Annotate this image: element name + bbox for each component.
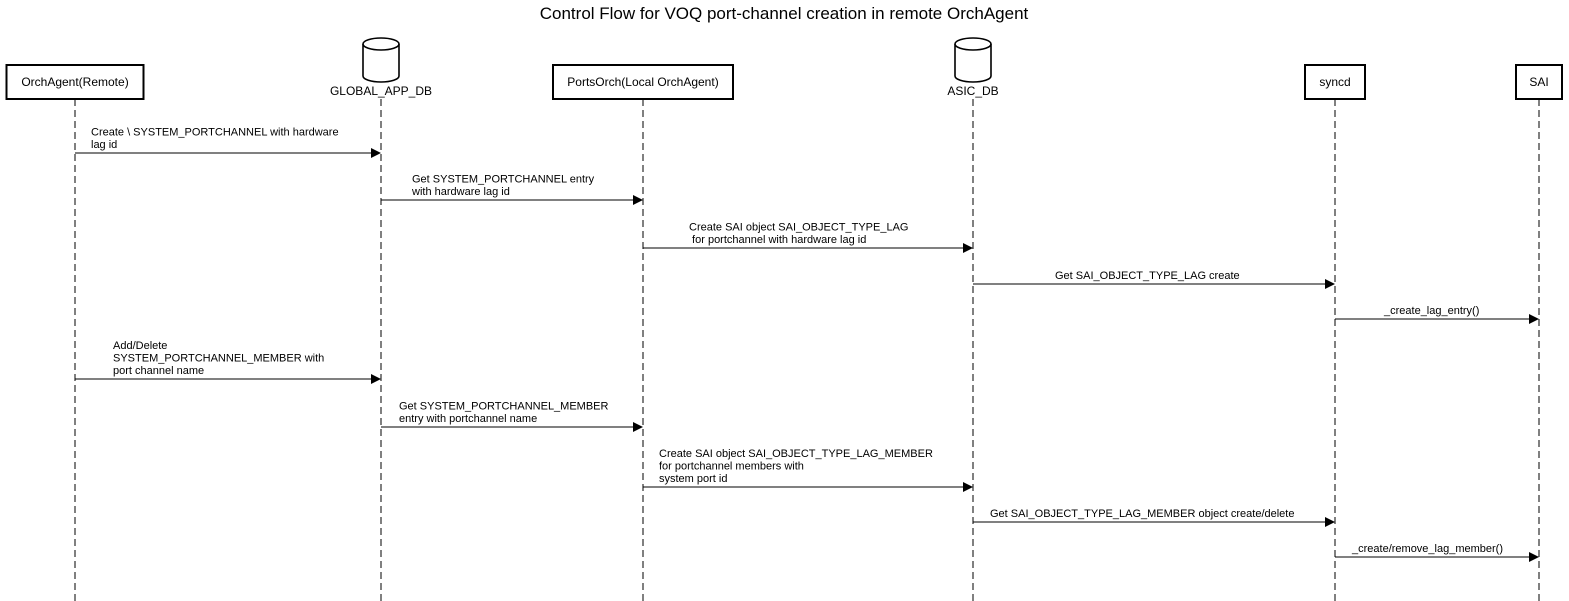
participant-label: SAI xyxy=(1529,75,1548,89)
arrow-head-icon xyxy=(1529,314,1539,324)
message-4: Get SAI_OBJECT_TYPE_LAG create xyxy=(973,270,1335,289)
message-label-line: SYSTEM_PORTCHANNEL_MEMBER with xyxy=(113,352,324,364)
participant-label: OrchAgent(Remote) xyxy=(21,75,128,89)
message-label: _create_lag_entry() xyxy=(1383,305,1479,317)
participants: OrchAgent(Remote) GLOBAL_APP_DB PortsOrch(… xyxy=(5,37,1563,100)
arrow-head-icon xyxy=(371,148,381,158)
participant-label: GLOBAL_APP_DB xyxy=(330,84,432,98)
message-label: Create \ SYSTEM_PORTCHANNEL with hardwar… xyxy=(91,126,339,151)
message-label: Get SAI_OBJECT_TYPE_LAG_MEMBER object cr… xyxy=(990,508,1294,520)
arrow-head-icon xyxy=(1529,552,1539,562)
message-8: Create SAI object SAI_OBJECT_TYPE_LAG_ME… xyxy=(643,448,973,492)
participant-label: ASIC_DB xyxy=(947,84,998,98)
participant-asic_db: ASIC_DB xyxy=(947,37,999,98)
messages: Create \ SYSTEM_PORTCHANNEL with hardwar… xyxy=(75,126,1539,562)
message-label-line: for portchannel with hardware lag id xyxy=(689,234,866,246)
arrow-head-icon xyxy=(963,482,973,492)
message-3: Create SAI object SAI_OBJECT_TYPE_LAG fo… xyxy=(643,221,973,253)
participant-syncd: syncd xyxy=(1304,64,1366,100)
database-icon xyxy=(954,44,992,83)
message-label-line: Create SAI object SAI_OBJECT_TYPE_LAG_ME… xyxy=(659,448,933,460)
participant-orchagent_remote: OrchAgent(Remote) xyxy=(5,64,145,100)
participant-sai: SAI xyxy=(1515,64,1563,100)
message-9: Get SAI_OBJECT_TYPE_LAG_MEMBER object cr… xyxy=(973,508,1335,527)
participant-box xyxy=(5,64,145,100)
participant-label: syncd xyxy=(1319,75,1350,89)
database-icon-top xyxy=(362,37,400,51)
message-label: _create/remove_lag_member() xyxy=(1351,543,1503,555)
database-icon-top xyxy=(954,37,992,51)
participant-box xyxy=(552,64,734,100)
message-label-line: entry with portchannel name xyxy=(399,413,537,425)
participant-box xyxy=(1515,64,1563,100)
diagram-title: Control Flow for VOQ port-channel creati… xyxy=(540,4,1029,23)
arrow-head-icon xyxy=(633,422,643,432)
message-label-line: Get SYSTEM_PORTCHANNEL entry xyxy=(412,173,595,185)
message-label: Create SAI object SAI_OBJECT_TYPE_LAG_ME… xyxy=(659,448,933,485)
participant-portsorch: PortsOrch(Local OrchAgent) xyxy=(552,64,734,100)
message-label-line: with hardware lag id xyxy=(411,186,510,198)
message-label-line: Get SYSTEM_PORTCHANNEL_MEMBER xyxy=(399,400,609,412)
database-icon xyxy=(362,44,400,83)
message-label-line: Get SAI_OBJECT_TYPE_LAG_MEMBER object cr… xyxy=(990,508,1294,520)
message-label-line: Create SAI object SAI_OBJECT_TYPE_LAG xyxy=(689,221,908,233)
message-label-line: _create_lag_entry() xyxy=(1383,305,1479,317)
message-label: Create SAI object SAI_OBJECT_TYPE_LAG fo… xyxy=(689,221,908,246)
message-label-line: Create \ SYSTEM_PORTCHANNEL with hardwar… xyxy=(91,126,339,138)
message-label-line: port channel name xyxy=(113,365,204,377)
message-label: Get SAI_OBJECT_TYPE_LAG create xyxy=(1055,270,1240,282)
message-label-line: _create/remove_lag_member() xyxy=(1351,543,1503,555)
arrow-head-icon xyxy=(1325,279,1335,289)
participant-global_app_db: GLOBAL_APP_DB xyxy=(330,37,432,98)
message-1: Create \ SYSTEM_PORTCHANNEL with hardwar… xyxy=(75,126,381,158)
lifelines xyxy=(74,99,1540,601)
message-label-line: Add/Delete xyxy=(113,340,167,352)
message-label-line: lag id xyxy=(91,139,117,151)
message-5: _create_lag_entry() xyxy=(1335,305,1539,324)
message-10: _create/remove_lag_member() xyxy=(1335,543,1539,562)
participant-label: PortsOrch(Local OrchAgent) xyxy=(567,75,718,89)
arrow-head-icon xyxy=(1325,517,1335,527)
message-label-line: for portchannel members with xyxy=(659,460,804,472)
participant-box xyxy=(1304,64,1366,100)
message-label-line: Get SAI_OBJECT_TYPE_LAG create xyxy=(1055,270,1240,282)
arrow-head-icon xyxy=(963,243,973,253)
arrow-head-icon xyxy=(633,195,643,205)
arrow-head-icon xyxy=(371,374,381,384)
message-label-line: system port id xyxy=(659,473,727,485)
